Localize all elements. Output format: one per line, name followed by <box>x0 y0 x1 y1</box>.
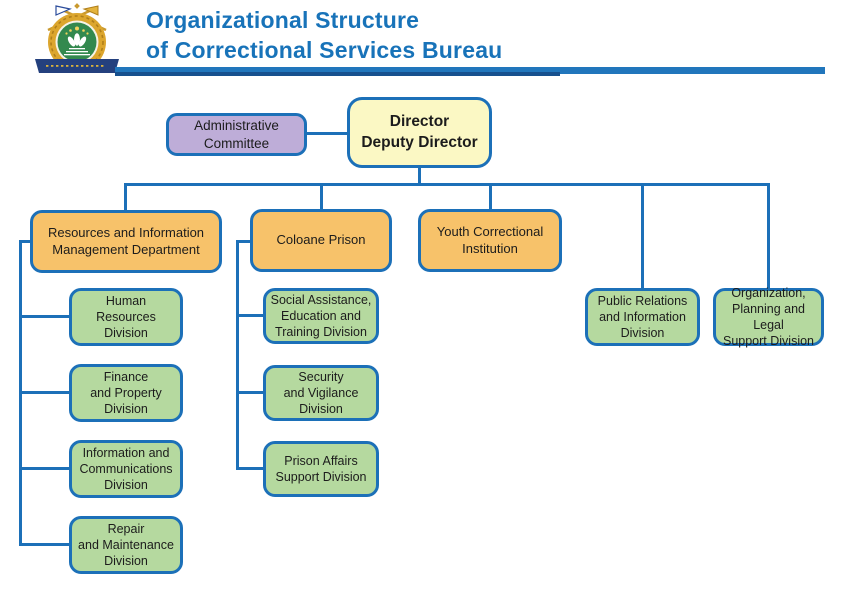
node-human-resources-division: Human Resources Division <box>69 288 183 346</box>
connector-stub-coloane <box>236 240 253 243</box>
connector-drop-youth <box>489 183 492 209</box>
connector-stub-repair <box>19 543 71 546</box>
connector-drop-resources <box>124 183 127 210</box>
page-title-line1: Organizational Structure <box>146 7 420 33</box>
connector-stub-finance <box>19 391 71 394</box>
node-director: Director Deputy Director <box>347 97 492 168</box>
node-prison-affairs-division: Prison Affairs Support Division <box>263 441 379 497</box>
connector-committee-director <box>305 132 349 135</box>
header-rule-shadow <box>115 72 560 76</box>
node-public-relations-division: Public Relations and Information Divisio… <box>585 288 700 346</box>
node-security-vigilance-division: Security and Vigilance Division <box>263 365 379 421</box>
connector-main-trunk <box>124 183 770 186</box>
node-youth-correctional-institution: Youth Correctional Institution <box>418 209 562 272</box>
node-administrative-committee: Administrative Committee <box>166 113 307 156</box>
header-rule <box>115 67 825 74</box>
node-organization-planning-division: Organization, Planning and Legal Support… <box>713 286 824 348</box>
connector-middle-trunk <box>236 240 239 470</box>
node-coloane-prison: Coloane Prison <box>250 209 392 272</box>
connector-stub-social <box>236 314 266 317</box>
connector-drop-organization <box>767 183 770 288</box>
left-flag-icon <box>55 5 72 16</box>
connector-drop-coloane <box>320 183 323 209</box>
page-title: Organizational Structure of Correctional… <box>146 5 502 65</box>
connector-stub-information <box>19 467 71 470</box>
right-flag-icon <box>82 5 99 16</box>
connector-stub-security <box>236 391 266 394</box>
page-title-line2: of Correctional Services Bureau <box>146 37 503 63</box>
connector-director-down <box>418 166 421 186</box>
bureau-emblem-logo <box>35 3 119 73</box>
connector-stub-resources <box>19 240 33 243</box>
connector-drop-public-relations <box>641 183 644 288</box>
node-social-assistance-division: Social Assistance, Education and Trainin… <box>263 288 379 344</box>
node-repair-maintenance-division: Repair and Maintenance Division <box>69 516 183 574</box>
node-finance-property-division: Finance and Property Division <box>69 364 183 422</box>
node-information-communications-division: Information and Communications Division <box>69 440 183 498</box>
connector-stub-human-resources <box>19 315 71 318</box>
node-resources-department: Resources and Information Management Dep… <box>30 210 222 273</box>
connector-stub-prison-affairs <box>236 467 266 470</box>
